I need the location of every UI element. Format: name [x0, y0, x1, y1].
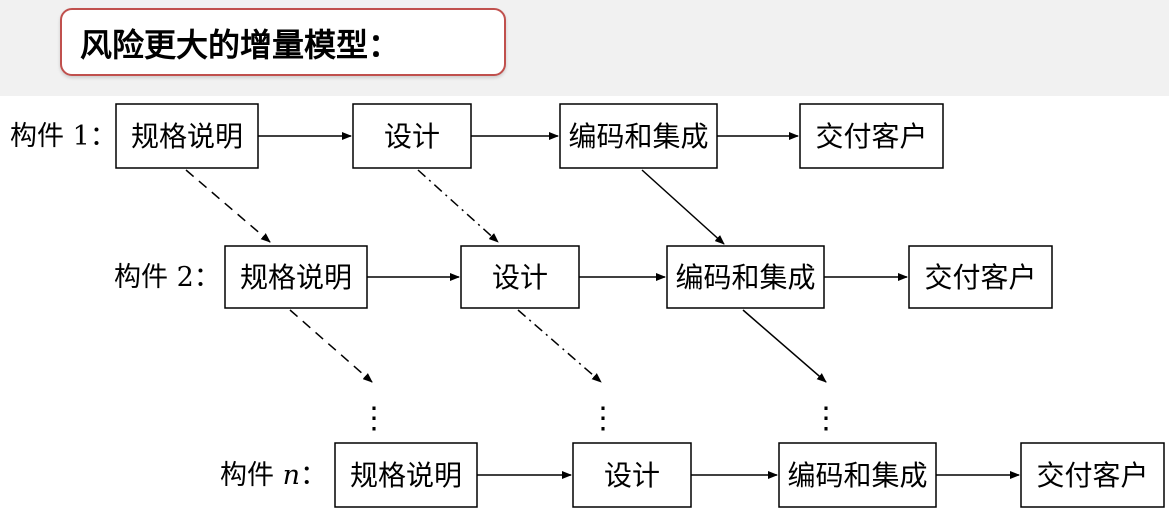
row3-deliver-box — [1020, 442, 1165, 508]
row1-deliver-box — [799, 103, 944, 169]
row3-deliver-label: 交付客户 — [1036, 459, 1148, 492]
row1-code-integrate-box — [559, 103, 718, 169]
row3-spec-box — [334, 442, 478, 508]
row3-code-integrate-box — [778, 442, 937, 508]
connector-design-2-n — [517, 309, 602, 383]
connector-code-1-2 — [641, 169, 725, 245]
row-label-1: 构件 1： — [10, 121, 117, 152]
connector-code-2-n — [742, 309, 827, 383]
row2-code-integrate-label: 编码和集成 — [675, 261, 815, 294]
page-title: 风险更大的增量模型： — [80, 26, 401, 64]
row1-deliver-label: 交付客户 — [815, 120, 927, 153]
connector-spec-2-n — [289, 309, 373, 383]
row1-design-label: 设计 — [384, 120, 440, 153]
connector-spec-1-2 — [185, 169, 271, 243]
row2-design-box — [460, 245, 580, 309]
continuation-dots-1: ⋮ — [359, 401, 389, 436]
row-label-3: 构件 n： — [220, 460, 327, 491]
row-label-2: 构件 2： — [114, 262, 221, 293]
row3-design-label: 设计 — [604, 459, 660, 492]
connector-design-1-2 — [417, 169, 499, 243]
row1-spec-label: 规格说明 — [131, 120, 243, 153]
row1-code-integrate-label: 编码和集成 — [568, 120, 708, 153]
row2-spec-label: 规格说明 — [240, 261, 352, 294]
row2-deliver-box — [908, 245, 1053, 309]
row2-design-label: 设计 — [492, 261, 548, 294]
row2-deliver-label: 交付客户 — [924, 261, 1036, 294]
row3-spec-label: 规格说明 — [350, 459, 462, 492]
continuation-dots-2: ⋮ — [588, 401, 618, 436]
row3-code-integrate-label: 编码和集成 — [787, 459, 927, 492]
continuation-dots-3: ⋮ — [811, 401, 841, 436]
row2-spec-box — [224, 245, 368, 309]
row2-code-integrate-box — [666, 245, 825, 309]
row3-design-box — [572, 442, 692, 508]
title-box: 风险更大的增量模型： — [60, 8, 506, 76]
